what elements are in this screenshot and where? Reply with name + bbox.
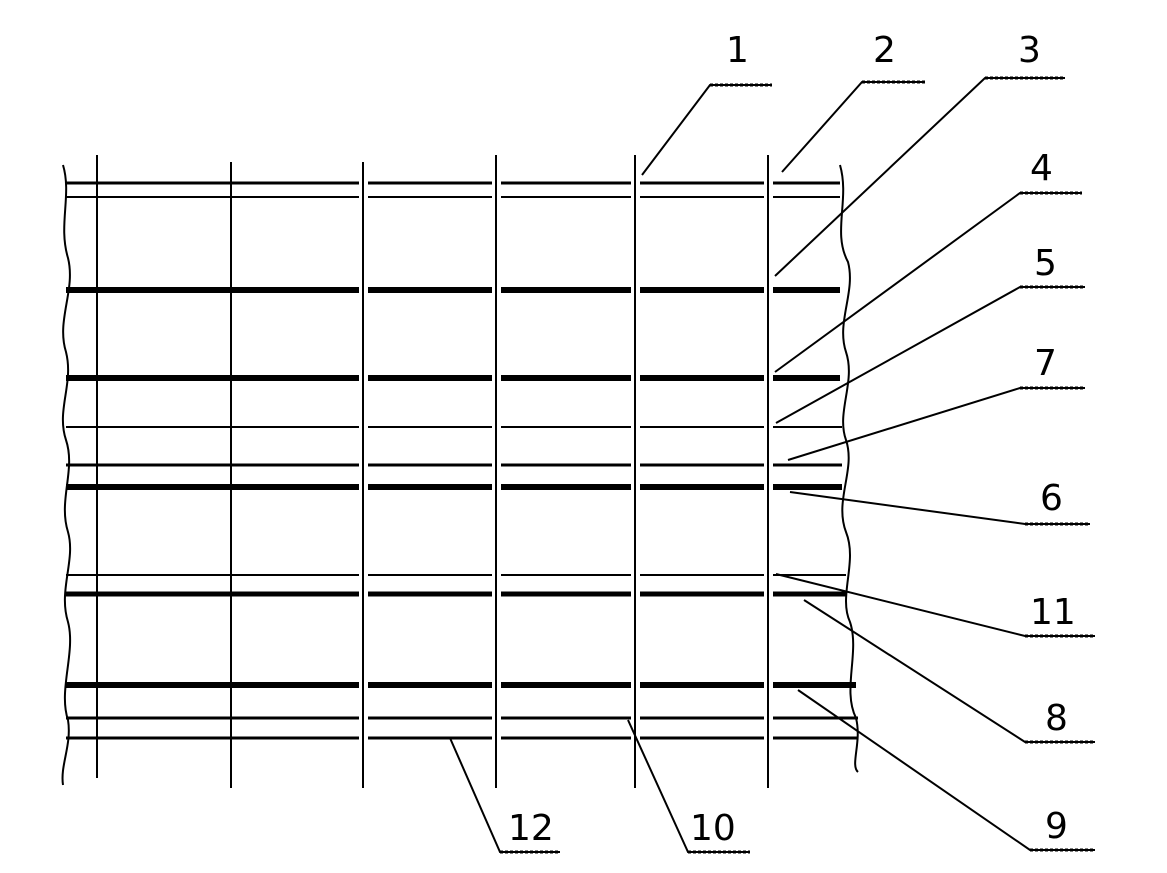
callout-label-6: 6	[1040, 478, 1063, 519]
callout-label-4: 4	[1030, 148, 1053, 189]
leader-line-7	[787, 387, 1085, 461]
callout-label-7: 7	[1034, 343, 1057, 384]
leader-lines	[449, 76, 1095, 854]
horizontal-layers	[66, 181, 858, 740]
leader-line-3	[774, 77, 1065, 277]
callout-label-11: 11	[1030, 592, 1076, 633]
left-break-line	[61, 164, 72, 786]
callout-label-9: 9	[1045, 806, 1068, 847]
line-gaps	[359, 178, 773, 743]
callout-label-12: 12	[508, 808, 554, 849]
leader-line-1	[641, 84, 772, 176]
vertical-members	[96, 155, 769, 788]
callout-label-8: 8	[1045, 698, 1068, 739]
callout-label-5: 5	[1034, 243, 1057, 284]
callout-label-1: 1	[726, 30, 749, 71]
right-break-line	[839, 164, 859, 773]
leader-line-2	[781, 81, 925, 173]
callout-label-2: 2	[873, 30, 896, 71]
callout-labels: 1 2 3 4 5 7 6 11 8 9 12 10	[508, 30, 1076, 849]
callout-label-10: 10	[690, 808, 736, 849]
callout-label-3: 3	[1018, 30, 1041, 71]
